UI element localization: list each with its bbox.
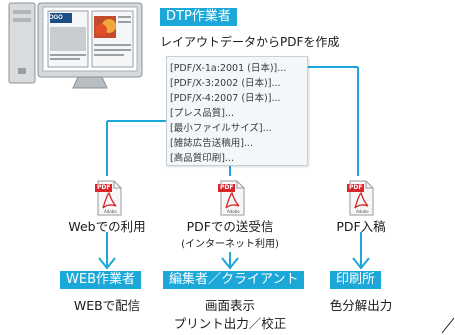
web-operator-badge: WEB作業者 [60, 271, 141, 289]
pdf-icon-tag: PDF [220, 184, 234, 191]
dtp-operator-badge: DTP作業者 [160, 8, 237, 26]
use-pdf-exchange-label: PDFでの送受信 [186, 219, 274, 234]
pdf-icon-brand: Adobe [356, 209, 369, 214]
use-pdf-exchange-note: (インターネット利用) [181, 239, 279, 250]
pdf-file-icon: PDF Adobe [95, 180, 123, 216]
preset-item: [雑誌広告送稿用]... [170, 138, 253, 149]
pdf-file-icon: PDF Adobe [218, 180, 246, 216]
pdf-preset-list: [PDF/X-1a:2001 (日本)]... [PDF/X-3:2002 (日… [166, 56, 308, 166]
preset-item: [高品質印刷]... [170, 153, 234, 164]
corner-stroke [441, 317, 455, 334]
editor-client-badge: 編集者／クライアント [163, 271, 305, 289]
preset-item: [PDF/X-3:2002 (日本)]... [170, 78, 281, 89]
editor-result-2: プリント出力／校正 [173, 316, 287, 331]
pdf-icon-tag: PDF [97, 184, 111, 191]
pdf-icon-brand: Adobe [104, 209, 117, 214]
preset-item: [プレス品質]... [170, 108, 234, 119]
printer-result: 色分解出力 [329, 298, 393, 313]
printer-badge: 印刷所 [330, 271, 382, 289]
monitor-logo-text: LOGO [45, 15, 63, 21]
pdf-file-icon: PDF Adobe [347, 180, 375, 216]
pdf-icon-brand: Adobe [227, 209, 240, 214]
use-print-submission-label: PDF入稿 [336, 219, 386, 234]
computer-monitor: LOGO [8, 2, 144, 90]
preset-item: [PDF/X-4:2007 (日本)]... [170, 93, 281, 104]
pdf-icon-tag: PDF [349, 184, 363, 191]
dtp-description: レイアウトデータからPDFを作成 [160, 35, 340, 49]
preset-item: [最小ファイルサイズ]... [170, 123, 272, 134]
preset-item: [PDF/X-1a:2001 (日本)]... [170, 63, 287, 74]
use-web-label: Webでの利用 [68, 219, 146, 234]
editor-result-1: 画面表示 [204, 298, 255, 313]
web-result: WEBで配信 [73, 298, 141, 313]
